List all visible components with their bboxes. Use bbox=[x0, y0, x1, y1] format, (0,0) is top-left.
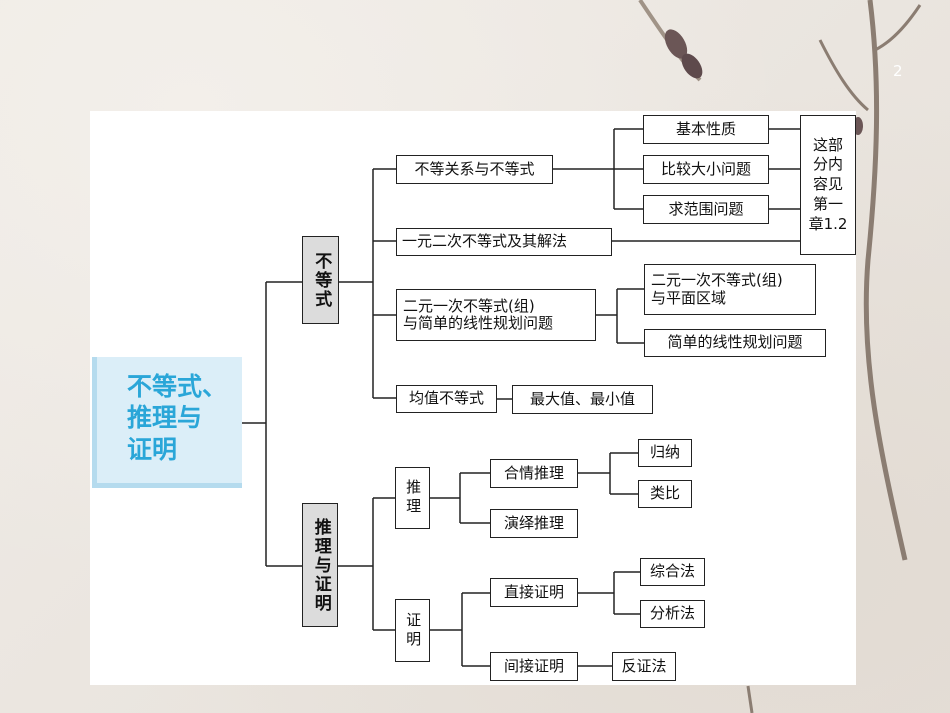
node-linear-programming: 二元一次不等式(组) 与简单的线性规划问题 bbox=[396, 289, 596, 341]
node-indirect-proof: 间接证明 bbox=[490, 652, 578, 681]
root-node: 不等式、 推理与 证明 bbox=[92, 357, 242, 488]
node-linear-region: 二元一次不等式(组) 与平面区域 bbox=[644, 264, 816, 315]
node-analysis-method: 分析法 bbox=[640, 600, 705, 628]
node-max-min: 最大值、最小值 bbox=[512, 385, 653, 414]
node-direct-proof: 直接证明 bbox=[490, 578, 578, 607]
node-deductive-reasoning: 演绎推理 bbox=[490, 509, 578, 538]
node-compare-size: 比较大小问题 bbox=[643, 155, 769, 184]
node-induction: 归纳 bbox=[638, 439, 692, 467]
page-number: 2 bbox=[893, 62, 903, 80]
node-quadratic-inequality: 一元二次不等式及其解法 bbox=[396, 228, 612, 256]
node-mean-inequality: 均值不等式 bbox=[396, 385, 497, 413]
node-basic-properties: 基本性质 bbox=[643, 115, 769, 144]
root-title: 不等式、 推理与 证明 bbox=[127, 372, 228, 464]
node-proof: 证明 bbox=[395, 599, 430, 662]
node-analogy: 类比 bbox=[638, 480, 692, 508]
node-synthesis-method: 综合法 bbox=[640, 558, 705, 586]
node-chapter-note: 这部 分内 容见 第一 章1.2 bbox=[800, 115, 856, 255]
node-reasoning-proof: 推理与证明 bbox=[302, 503, 338, 627]
node-simple-linear-programming: 简单的线性规划问题 bbox=[644, 329, 826, 357]
node-range-problems: 求范围问题 bbox=[643, 195, 769, 224]
node-inequality-relation: 不等关系与不等式 bbox=[396, 155, 553, 184]
node-plausible-reasoning: 合情推理 bbox=[490, 459, 578, 488]
node-reasoning: 推理 bbox=[395, 467, 430, 529]
node-contradiction: 反证法 bbox=[612, 652, 676, 681]
node-inequality: 不等式 bbox=[302, 236, 339, 324]
